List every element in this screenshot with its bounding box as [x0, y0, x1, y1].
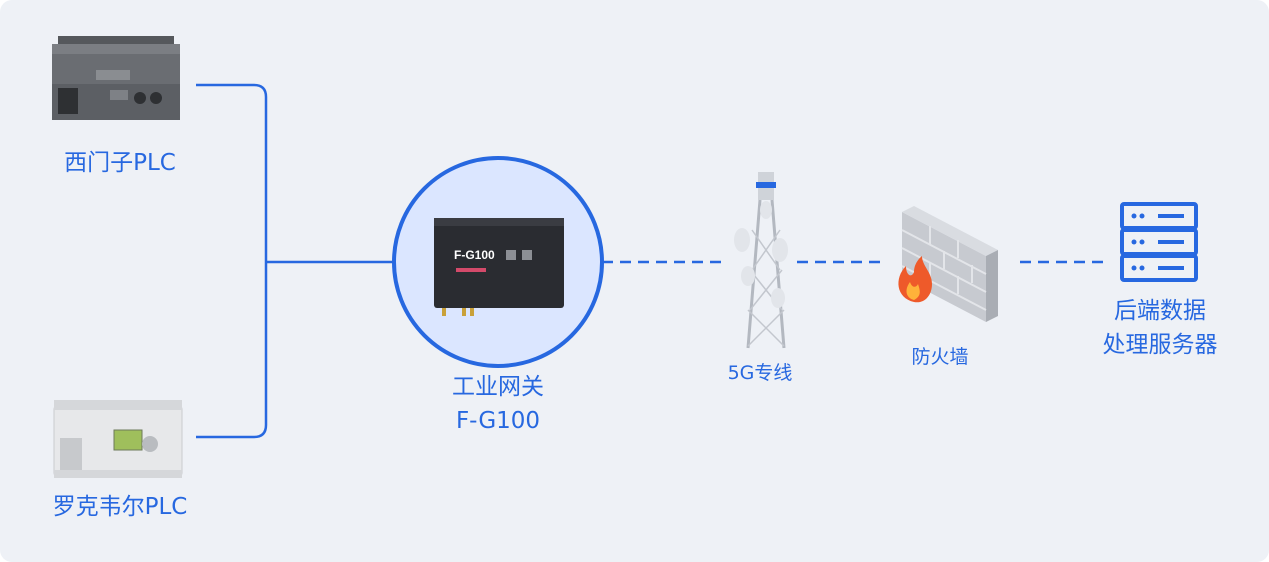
plc-connector-line — [196, 83, 395, 439]
gateway-device-icon — [434, 218, 564, 316]
firewall-icon — [898, 206, 998, 322]
server-label: 后端数据 处理服务器 — [1080, 294, 1240, 362]
server-icon — [1120, 202, 1198, 282]
server-label-line2: 处理服务器 — [1102, 332, 1218, 358]
tower-label: 5G专线 — [727, 362, 793, 384]
firewall-label: 防火墙 — [911, 346, 969, 368]
plc-siemens-device-icon — [52, 36, 180, 120]
plc-siemens-label: 西门子PLC — [64, 150, 176, 176]
server-led-dots — [1131, 213, 1145, 271]
gateway-device-text: F-G100 — [454, 248, 495, 262]
server-label-line1: 后端数据 — [1114, 298, 1206, 324]
gateway-label-line2: F-G100 — [455, 408, 541, 434]
plc-rockwell-device-icon — [53, 400, 183, 478]
cell-tower-icon — [734, 172, 788, 349]
gateway-label: 工业网关 F-G100 — [418, 370, 578, 438]
plc-rockwell-label: 罗克韦尔PLC — [52, 494, 188, 520]
gateway-label-line1: 工业网关 — [452, 374, 544, 400]
